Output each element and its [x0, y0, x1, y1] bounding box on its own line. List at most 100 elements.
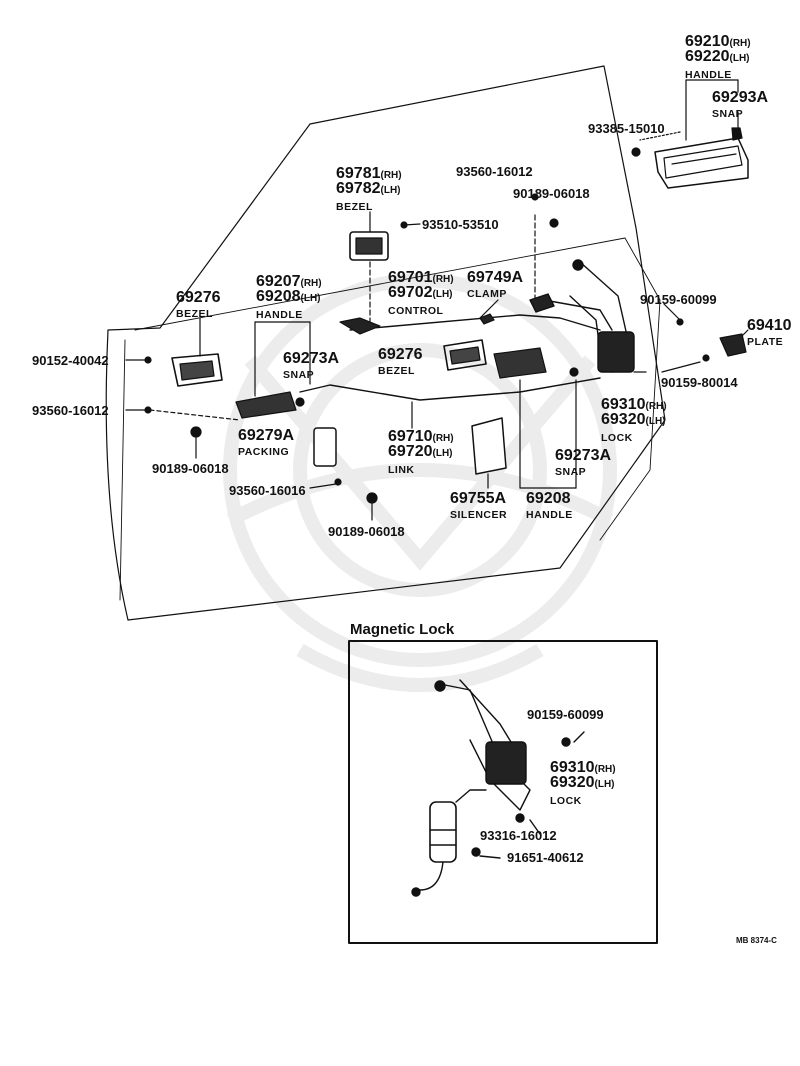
bezel-69781-shape [349, 211, 421, 261]
part-name: LINK [388, 464, 415, 476]
part-number: 69273A [283, 350, 340, 367]
part-number: 69310 [601, 396, 646, 413]
part-name: HANDLE [256, 309, 303, 321]
label-69210: 69210(RH) [685, 34, 751, 51]
label-69207: 69207(RH) [256, 274, 322, 291]
label-inset-69320: 69320(LH)LOCK [550, 775, 615, 807]
part-name: LOCK [601, 432, 633, 444]
part-number: 93385-15010 [588, 121, 665, 136]
part-number: 69320 [550, 774, 595, 791]
label-inset-91651-40612: 91651-40612 [507, 851, 584, 864]
diagram-code: MB 8374-C [736, 936, 777, 945]
part-suffix: (LH) [380, 185, 401, 196]
part-number: 69320 [601, 411, 646, 428]
part-number: 90159-60099 [527, 707, 604, 722]
label-90189-06018-bottom: 90189-06018 [328, 525, 405, 538]
part-number: 93560-16012 [456, 164, 533, 179]
label-93560-16012-left: 93560-16012 [32, 404, 109, 417]
part-number: 90159-80014 [661, 375, 738, 390]
link-rod [299, 377, 601, 401]
part-suffix: (LH) [729, 53, 750, 64]
part-name: LOCK [550, 795, 582, 807]
door-outline [105, 65, 666, 621]
part-number: 69208 [526, 490, 571, 507]
inset-title: Magnetic Lock [350, 621, 455, 638]
label-inset-93316-16012: 93316-16012 [480, 829, 557, 842]
label-90159-60099: 90159-60099 [640, 293, 717, 306]
part-suffix: (RH) [300, 278, 322, 289]
label-69710: 69710(RH) [388, 429, 454, 446]
label-69273A-right: 69273A SNAP [555, 448, 611, 478]
part-number: 90189-06018 [328, 524, 405, 539]
part-suffix: (RH) [594, 764, 616, 775]
label-90159-80014: 90159-80014 [661, 376, 738, 389]
label-90189-06018-left: 90189-06018 [152, 462, 229, 475]
bezel-69276-left-shape [144, 317, 223, 459]
label-69701: 69701(RH) [388, 270, 454, 287]
part-number: 69702 [388, 284, 433, 301]
part-number: 69208 [256, 288, 301, 305]
part-name: BEZEL [378, 365, 415, 377]
part-number: 69701 [388, 269, 433, 286]
label-69310: 69310(RH) [601, 397, 667, 414]
part-number: 69755A [450, 490, 507, 507]
part-name: PLATE [747, 336, 784, 348]
label-69220: 69220(LH)HANDLE [685, 49, 750, 81]
part-suffix: (LH) [645, 416, 666, 427]
label-69720: 69720(LH) LINK [388, 444, 453, 476]
part-number: 90189-06018 [152, 461, 229, 476]
part-number: 90189-06018 [513, 186, 590, 201]
part-number: 93560-16012 [32, 403, 109, 418]
part-name: CONTROL [388, 305, 444, 317]
part-number: 69720 [388, 443, 433, 460]
part-number: 69207 [256, 273, 301, 290]
part-suffix: (RH) [380, 170, 402, 181]
part-number: 93560-16016 [229, 483, 306, 498]
label-69320: 69320(LH) LOCK [601, 412, 666, 444]
part-name: PACKING [238, 446, 290, 458]
part-number: 90152-40042 [32, 353, 109, 368]
label-69755A: 69755A SILENCER [450, 491, 507, 521]
part-suffix: (RH) [432, 274, 454, 285]
label-90189-06018-top: 90189-06018 [513, 187, 590, 200]
inset-frame [348, 640, 658, 944]
part-suffix: (RH) [432, 433, 454, 444]
part-number: 69749A [467, 269, 524, 286]
part-suffix: (RH) [645, 401, 667, 412]
lock-mechanism-shape [529, 259, 635, 373]
part-name: HANDLE [526, 509, 573, 521]
label-inset-90159-60099: 90159-60099 [527, 708, 604, 721]
part-suffix: (LH) [300, 293, 321, 304]
part-number: 93316-16012 [480, 828, 557, 843]
label-69702: 69702(LH)CONTROL [388, 285, 453, 317]
part-name: HANDLE [685, 69, 732, 81]
label-69781: 69781(RH) [336, 166, 402, 183]
part-number: 69293A [712, 89, 769, 106]
control-rod [349, 314, 601, 331]
magnetic-lock-mechanism [411, 679, 585, 897]
inner-panel-edge [134, 237, 661, 541]
part-number: 93510-53510 [422, 217, 499, 232]
part-name: SNAP [712, 108, 744, 120]
silencer-shape [471, 417, 507, 475]
part-number: 69273A [555, 447, 612, 464]
part-number: 91651-40612 [507, 850, 584, 865]
part-number: 69410 [747, 317, 792, 334]
part-name: SNAP [555, 466, 587, 478]
part-number: 69710 [388, 428, 433, 445]
label-93385-15010: 93385-15010 [588, 122, 665, 135]
label-69782: 69782(LH)BEZEL [336, 181, 401, 213]
part-suffix: (LH) [432, 448, 453, 459]
part-number: 69210 [685, 33, 730, 50]
part-number: 90159-60099 [640, 292, 717, 307]
watermark-emblem [223, 273, 617, 692]
label-93560-16012-top: 93560-16012 [456, 165, 533, 178]
part-name: SNAP [283, 369, 315, 381]
part-name: SILENCER [450, 509, 508, 521]
label-69293A: 69293A SNAP [712, 90, 768, 120]
